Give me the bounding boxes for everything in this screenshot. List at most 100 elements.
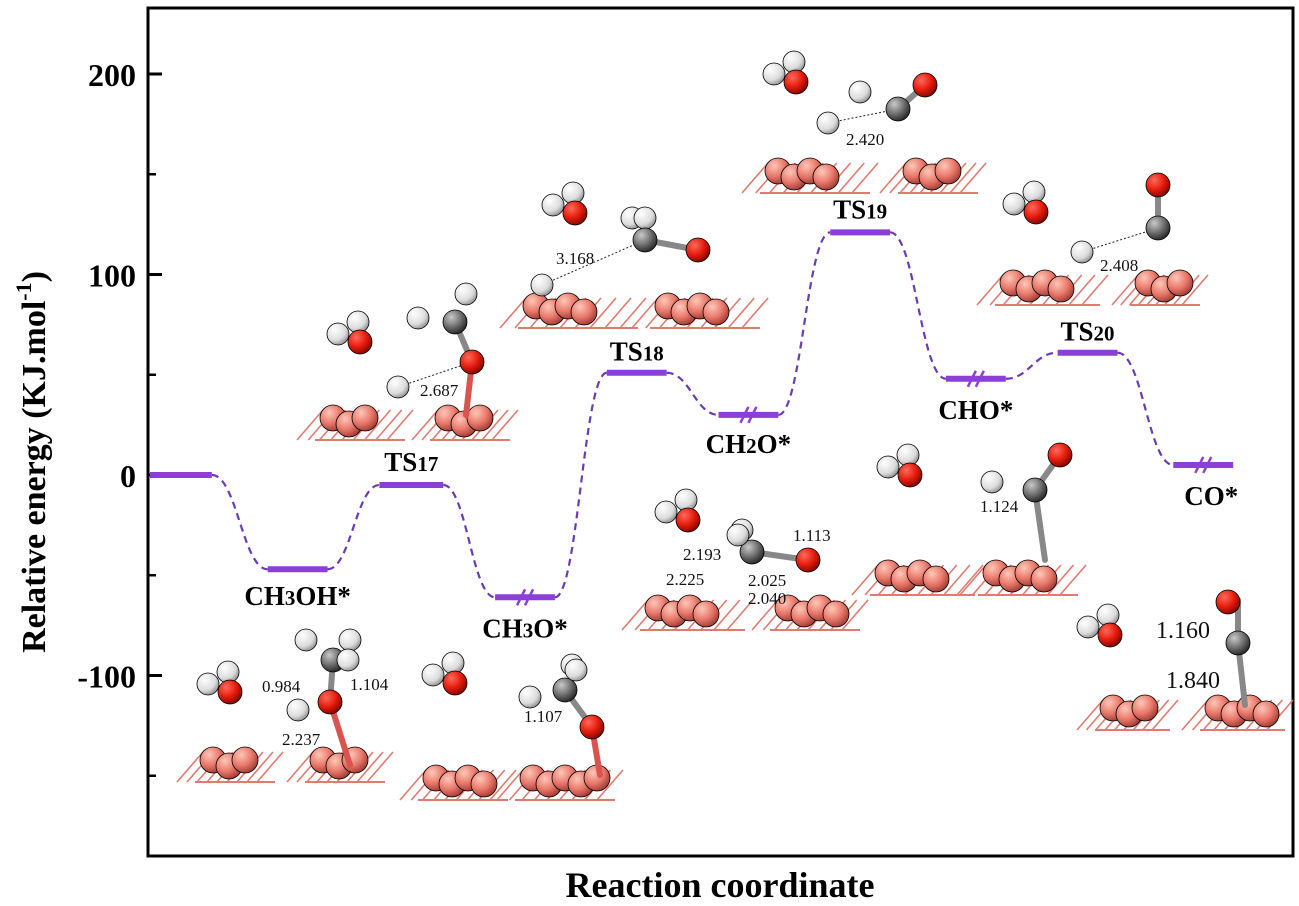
surface-bond: [399, 769, 427, 801]
copper-surface: [499, 292, 647, 329]
hydrogen-atom: [406, 306, 430, 330]
connector-ts17-ch3o: [442, 483, 496, 599]
carbon-atom: [552, 677, 578, 703]
carbon-atom: [442, 309, 468, 335]
hydrogen-atom: [896, 443, 920, 467]
connector-ts18-ch2o: [666, 371, 719, 416]
oxygen-atom: [579, 714, 605, 740]
hydrogen-atom: [441, 651, 465, 675]
surface-bond: [621, 599, 649, 631]
surface-bond: [176, 751, 204, 783]
copper-atom: [812, 163, 840, 191]
y-axis-label-main: Relative energy (KJ.mol: [16, 301, 53, 653]
hydrogen-atom: [1022, 180, 1046, 204]
axis-break-mark: [966, 370, 977, 388]
level-label: CHO*: [938, 395, 1013, 425]
x-axis-label: Reaction coordinate: [566, 865, 875, 905]
hydrogen-atom: [633, 206, 657, 230]
oxygen-atom: [912, 72, 938, 98]
y-tick-label: -100: [77, 659, 136, 695]
surface-bond: [851, 162, 879, 194]
copper-surface: [741, 157, 879, 194]
y-axis-label-close: ): [16, 271, 53, 282]
surface-bond: [976, 274, 1004, 306]
level-label-part: CH: [482, 613, 523, 643]
copper-atom: [570, 298, 598, 326]
level-label-part: 2: [746, 434, 757, 458]
hydrogen-atom: [980, 470, 1004, 494]
level-label-part: TS: [384, 447, 417, 477]
oxygen-atom: [1215, 589, 1241, 615]
copper-surface: [1076, 694, 1179, 731]
copper-surface: [959, 559, 1087, 596]
bond-distance-label: 1.840: [1166, 668, 1220, 694]
carbon-atom: [739, 539, 765, 565]
surface-bond: [851, 564, 879, 596]
carbon-atom: [632, 227, 658, 253]
hydrogen-atom: [286, 698, 310, 722]
axis-break-mark: [747, 406, 758, 424]
surface-bond: [959, 564, 987, 596]
connector-start-ch3oh: [211, 473, 268, 571]
level-label-part: O*: [757, 429, 792, 459]
bond-distance-label: 2.193: [683, 545, 721, 564]
axis-break-mark: [739, 406, 750, 424]
copper-atom: [470, 770, 498, 798]
level-label: TS20: [1061, 317, 1115, 347]
bond-distance-label: 1.160: [1156, 618, 1210, 644]
hydrogen-atom: [816, 111, 840, 135]
copper-atom: [934, 157, 962, 185]
level-label: CH3OH*: [244, 581, 351, 611]
y-tick-label: 0: [120, 458, 136, 494]
level-label-part: TS: [833, 194, 866, 224]
copper-surface: [286, 746, 394, 783]
oxygen-atom: [1097, 622, 1123, 648]
copper-atom: [702, 298, 730, 326]
bond-distance-label: 1.107: [524, 707, 563, 726]
copper-atom: [351, 404, 379, 432]
surface-bond: [879, 162, 907, 194]
bond-distance-label: 2.040: [748, 589, 786, 608]
distance-line: [541, 239, 646, 286]
level-label: TS18: [610, 337, 664, 367]
hydrogen-atom: [338, 628, 362, 652]
surface-bond: [1111, 274, 1139, 306]
hydrogen-atom: [1096, 603, 1120, 627]
hydrogen-atom: [1070, 240, 1094, 264]
bond-distance-label: 2.225: [666, 570, 704, 589]
surface-bond: [375, 409, 403, 441]
copper-atom: [231, 746, 259, 774]
level-label-part: TS: [610, 337, 643, 367]
hydrogen-atom: [518, 685, 542, 709]
hydrogen-atom: [1076, 615, 1100, 639]
surface-bond: [726, 599, 754, 631]
hydrogen-atom: [876, 455, 900, 479]
surface-bond: [1059, 564, 1087, 596]
surface-bond: [589, 297, 617, 329]
level-label: CO*: [1184, 481, 1238, 511]
oxygen-atom: [562, 200, 588, 226]
surface-bond: [356, 751, 384, 783]
connector-ch3o-ts18: [554, 371, 608, 599]
surface-bond: [411, 409, 439, 441]
axis-break-mark: [1202, 456, 1213, 474]
bond-distance-label: 2.025: [748, 571, 786, 590]
surface-bond: [246, 751, 274, 783]
copper-surface: [176, 746, 284, 783]
axis-break-mark: [515, 588, 527, 606]
surface-bond: [489, 769, 517, 801]
level-label-part: 3: [285, 586, 296, 610]
oxygen-atom: [1145, 172, 1171, 198]
energy-levels: [149, 229, 1234, 606]
level-label: CH2O*: [706, 429, 792, 459]
bond-distance-label: 1.113: [793, 526, 831, 545]
surface-bond: [604, 297, 632, 329]
level-label-part: 18: [643, 342, 664, 366]
copper-atom: [1131, 694, 1159, 722]
copper-surface: [296, 404, 414, 441]
copper-surface: [496, 764, 624, 801]
hydrogen-atom: [386, 375, 410, 399]
hydrogen-atom: [848, 80, 872, 104]
surface-bond: [943, 564, 971, 596]
